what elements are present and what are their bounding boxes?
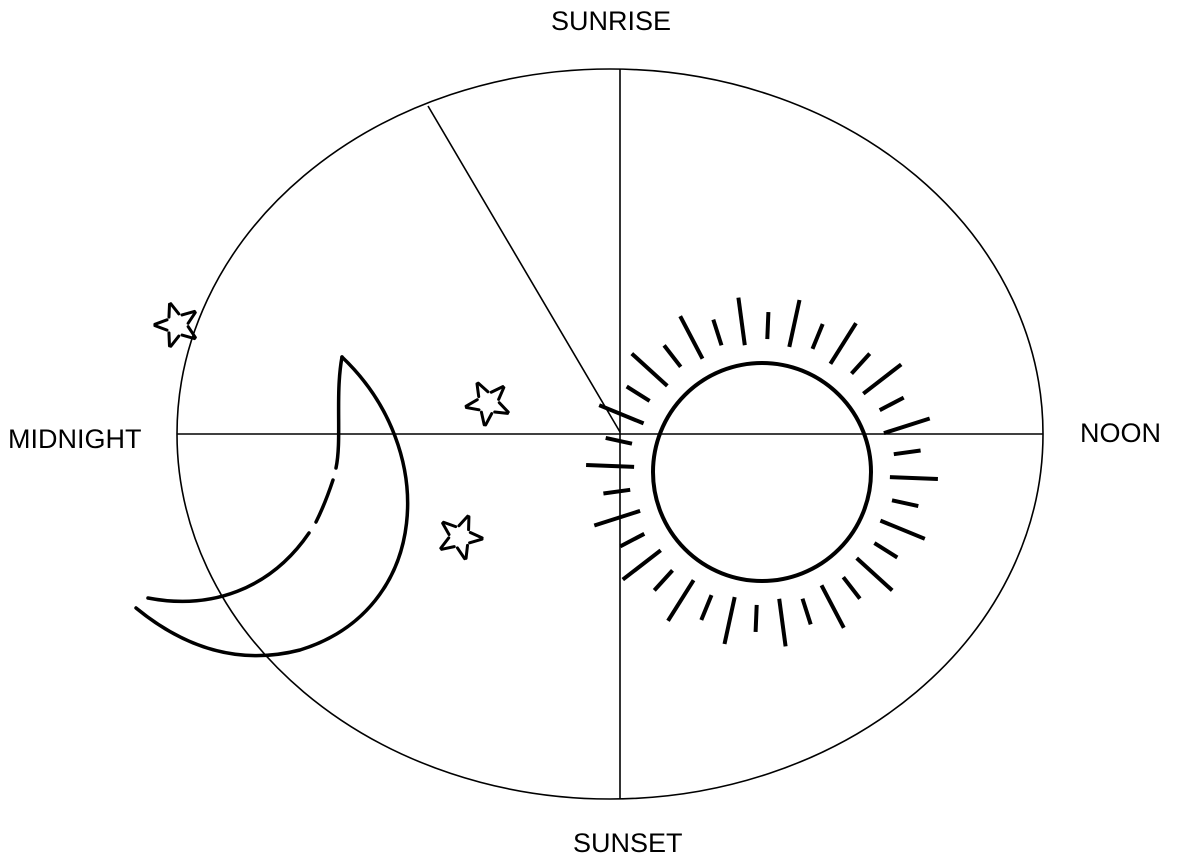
sun-ray	[863, 364, 901, 393]
moon-inner-arc-upper	[336, 357, 342, 468]
sun-ray	[664, 345, 681, 366]
sun-icon	[586, 298, 938, 647]
moon-inner-arc-mid	[316, 480, 333, 522]
sun-ray	[756, 605, 757, 632]
sun-ray	[606, 438, 632, 444]
sun-ray	[884, 419, 930, 434]
sun-ray	[599, 405, 643, 423]
sun-ray	[894, 451, 921, 455]
noon-label: NOON	[1080, 420, 1161, 447]
crescent-moon-icon	[136, 357, 408, 656]
sun-disc	[653, 363, 871, 581]
sun-ray	[668, 580, 694, 621]
sun-ray	[623, 550, 661, 579]
sun-ray	[654, 570, 672, 590]
star-stroke	[466, 400, 478, 406]
sun-ray	[890, 477, 938, 479]
sunset-label: SUNSET	[573, 830, 683, 857]
sun-ray	[830, 323, 856, 364]
star-stroke	[478, 381, 488, 394]
star-icon	[459, 374, 515, 430]
sun-ray	[852, 354, 870, 374]
sun-ray	[789, 300, 799, 347]
sun-ray	[857, 558, 893, 590]
sun-ray	[880, 398, 904, 411]
star-icon	[433, 509, 487, 562]
sun-ray	[822, 585, 844, 628]
star-icon	[150, 297, 203, 349]
moon-inner-arc-lower	[148, 533, 309, 601]
sun-ray	[603, 490, 630, 494]
star-stroke	[155, 320, 167, 324]
sun-ray	[880, 521, 924, 539]
sun-ray	[680, 316, 702, 359]
star-stroke	[459, 515, 468, 528]
moon-outer-arc	[136, 357, 408, 656]
sun-ray	[632, 354, 668, 386]
sun-rays	[586, 298, 938, 647]
sun-ray	[803, 599, 811, 625]
star-stroke	[171, 302, 179, 315]
sunrise-label: SUNRISE	[551, 8, 671, 35]
sun-ray	[594, 511, 640, 526]
star-stroke	[470, 533, 482, 538]
sun-ray	[701, 595, 711, 620]
sun-ray	[779, 599, 785, 647]
sun-ray	[725, 597, 735, 644]
sun-ray	[627, 387, 650, 401]
sun-ray	[892, 500, 918, 506]
sun-ray	[874, 543, 897, 557]
time-pointer	[428, 106, 620, 432]
sun-ray	[738, 298, 744, 346]
sun-ray	[620, 534, 644, 547]
sun-ray	[713, 320, 721, 346]
sun-ray	[586, 465, 634, 467]
sun-ray	[767, 312, 768, 339]
sun-ray	[843, 577, 860, 598]
sun-ray	[813, 324, 823, 349]
midnight-label: MIDNIGHT	[8, 426, 141, 453]
